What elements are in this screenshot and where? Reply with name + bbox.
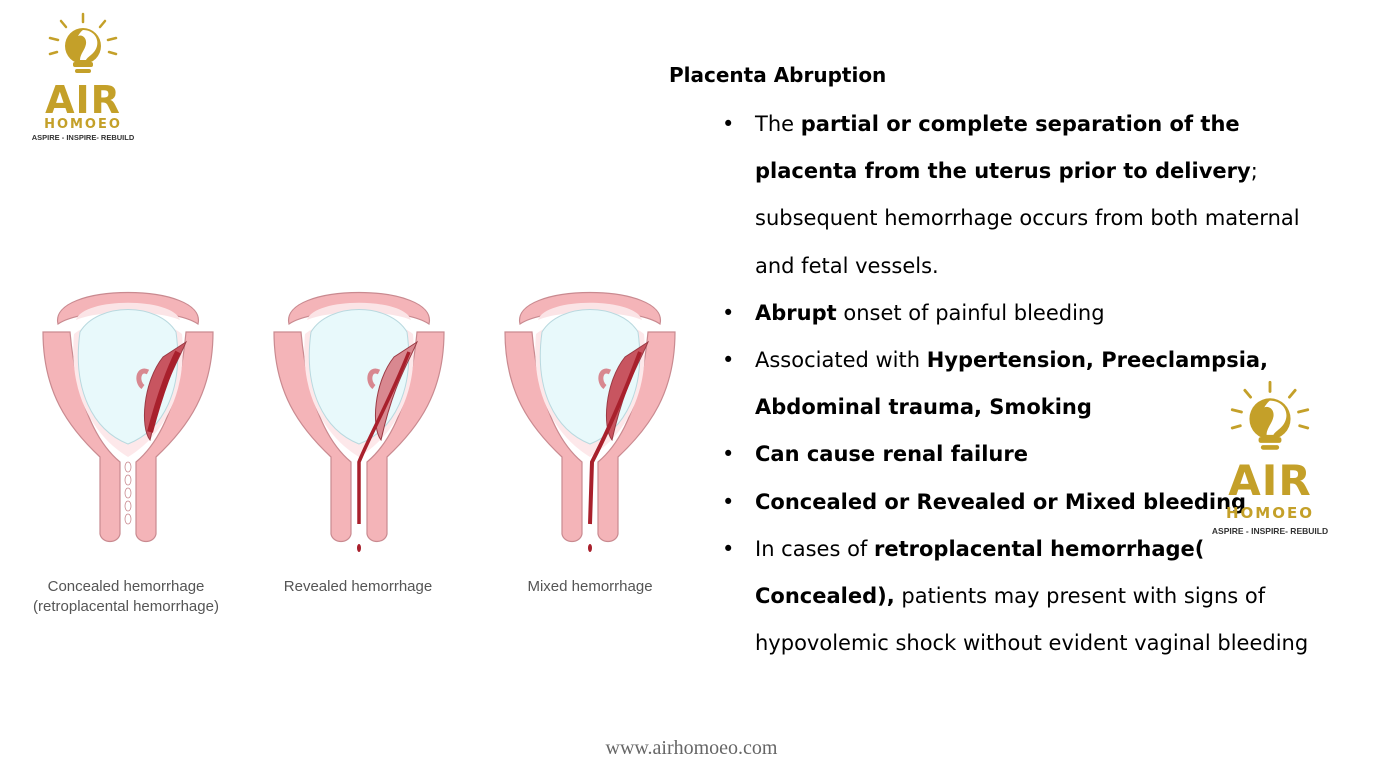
diagram-revealed	[269, 262, 449, 566]
bullet-item: Concealed or Revealed or Mixed bleeding	[722, 479, 1322, 526]
caption-line: Revealed hemorrhage	[283, 578, 433, 595]
bulb-icon	[1230, 380, 1310, 450]
slide-title: Placenta Abruption	[669, 63, 887, 87]
caption-line: Concealed hemorrhage	[47, 578, 205, 595]
bulb-icon	[48, 12, 118, 73]
bullet-bold-text: Abrupt	[755, 300, 837, 325]
bullet-item: Associated with Hypertension, Preeclamps…	[722, 337, 1322, 431]
caption-line: Mixed hemorrhage	[527, 578, 653, 595]
caption-mixed: Mixed hemorrhage	[490, 577, 690, 597]
bullet-text: onset of painful bleeding	[836, 300, 1105, 325]
bullet-bold-text: Can cause renal failure	[755, 442, 1028, 467]
bullet-bold-text: Concealed or Revealed or Mixed bleeding	[755, 489, 1247, 514]
diagram-concealed	[38, 262, 218, 566]
logo-tagline: ASPIRE - INSPIRE- REBUILD	[1211, 526, 1329, 536]
brand-logo: AIR HOMOEO ASPIRE - INSPIRE- REBUILD	[28, 12, 138, 147]
bullet-text: The	[755, 112, 801, 136]
bullet-bold-text: Hypertension, Preeclampsia, Abdominal tr…	[755, 348, 1269, 420]
bullet-text: patients may present with signs of hypov…	[755, 584, 1309, 656]
footer-url: www.airhomoeo.com	[605, 737, 778, 759]
logo-name: AIR	[45, 78, 121, 122]
brand-logo-right: AIR HOMOEO ASPIRE - INSPIRE- REBUILD	[1207, 380, 1333, 542]
bullet-bold-text: partial or complete separation of the pl…	[755, 112, 1251, 184]
bullet-text: Associated with	[755, 348, 927, 373]
bullet-item: Abrupt onset of painful bleeding	[722, 290, 1322, 337]
logo-subname: HOMOEO	[1226, 504, 1314, 522]
logo-name: AIR	[1228, 456, 1312, 505]
logo-tagline: ASPIRE - INSPIRE- REBUILD	[31, 133, 135, 142]
caption-concealed: Concealed hemorrhage (retroplacental hem…	[20, 577, 232, 617]
caption-revealed: Revealed hemorrhage	[258, 577, 458, 597]
bullet-bold-text: retroplacental hemorrhage( Concealed),	[755, 536, 1205, 609]
logo-subname: HOMOEO	[44, 117, 122, 132]
bullet-item: In cases of retroplacental hemorrhage( C…	[722, 526, 1322, 668]
bullet-text: In cases of	[755, 536, 874, 561]
caption-line: (retroplacental hemorrhage)	[33, 598, 219, 615]
bullet-list: The partial or complete separation of th…	[722, 101, 1322, 667]
diagram-mixed	[500, 262, 680, 566]
bullet-item: Can cause renal failure	[722, 431, 1322, 478]
bullet-item: The partial or complete separation of th…	[722, 101, 1322, 290]
bullet-text: ; subsequent hemorrhage occurs from both…	[755, 159, 1300, 278]
